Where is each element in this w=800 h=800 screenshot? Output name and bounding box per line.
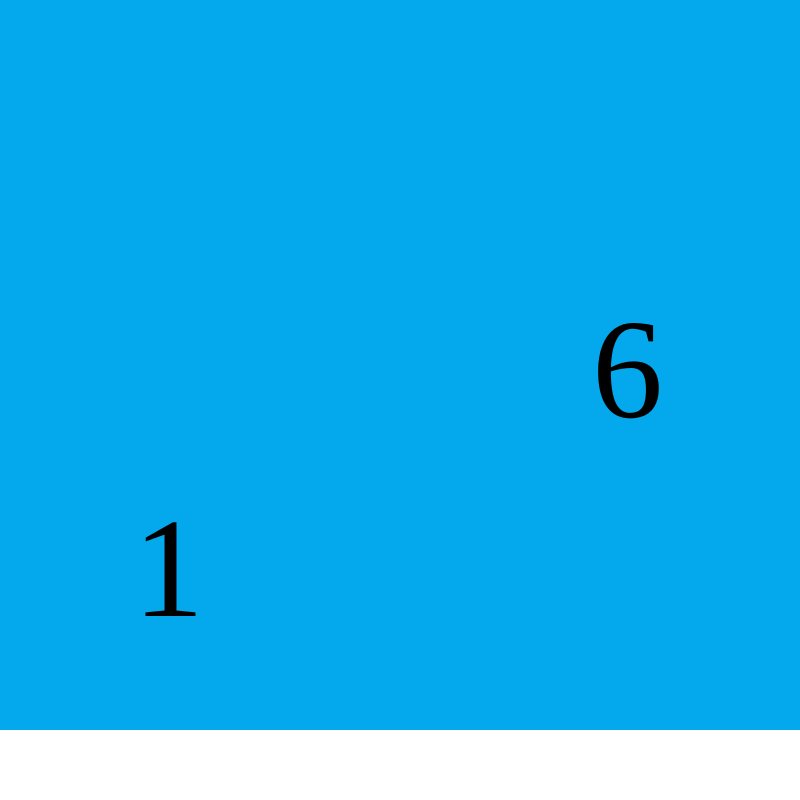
numeral-six: 6	[592, 290, 663, 448]
white-footer-band	[0, 730, 800, 800]
numeral-one: 1	[133, 489, 204, 647]
blue-panel: 6 1	[0, 0, 800, 730]
